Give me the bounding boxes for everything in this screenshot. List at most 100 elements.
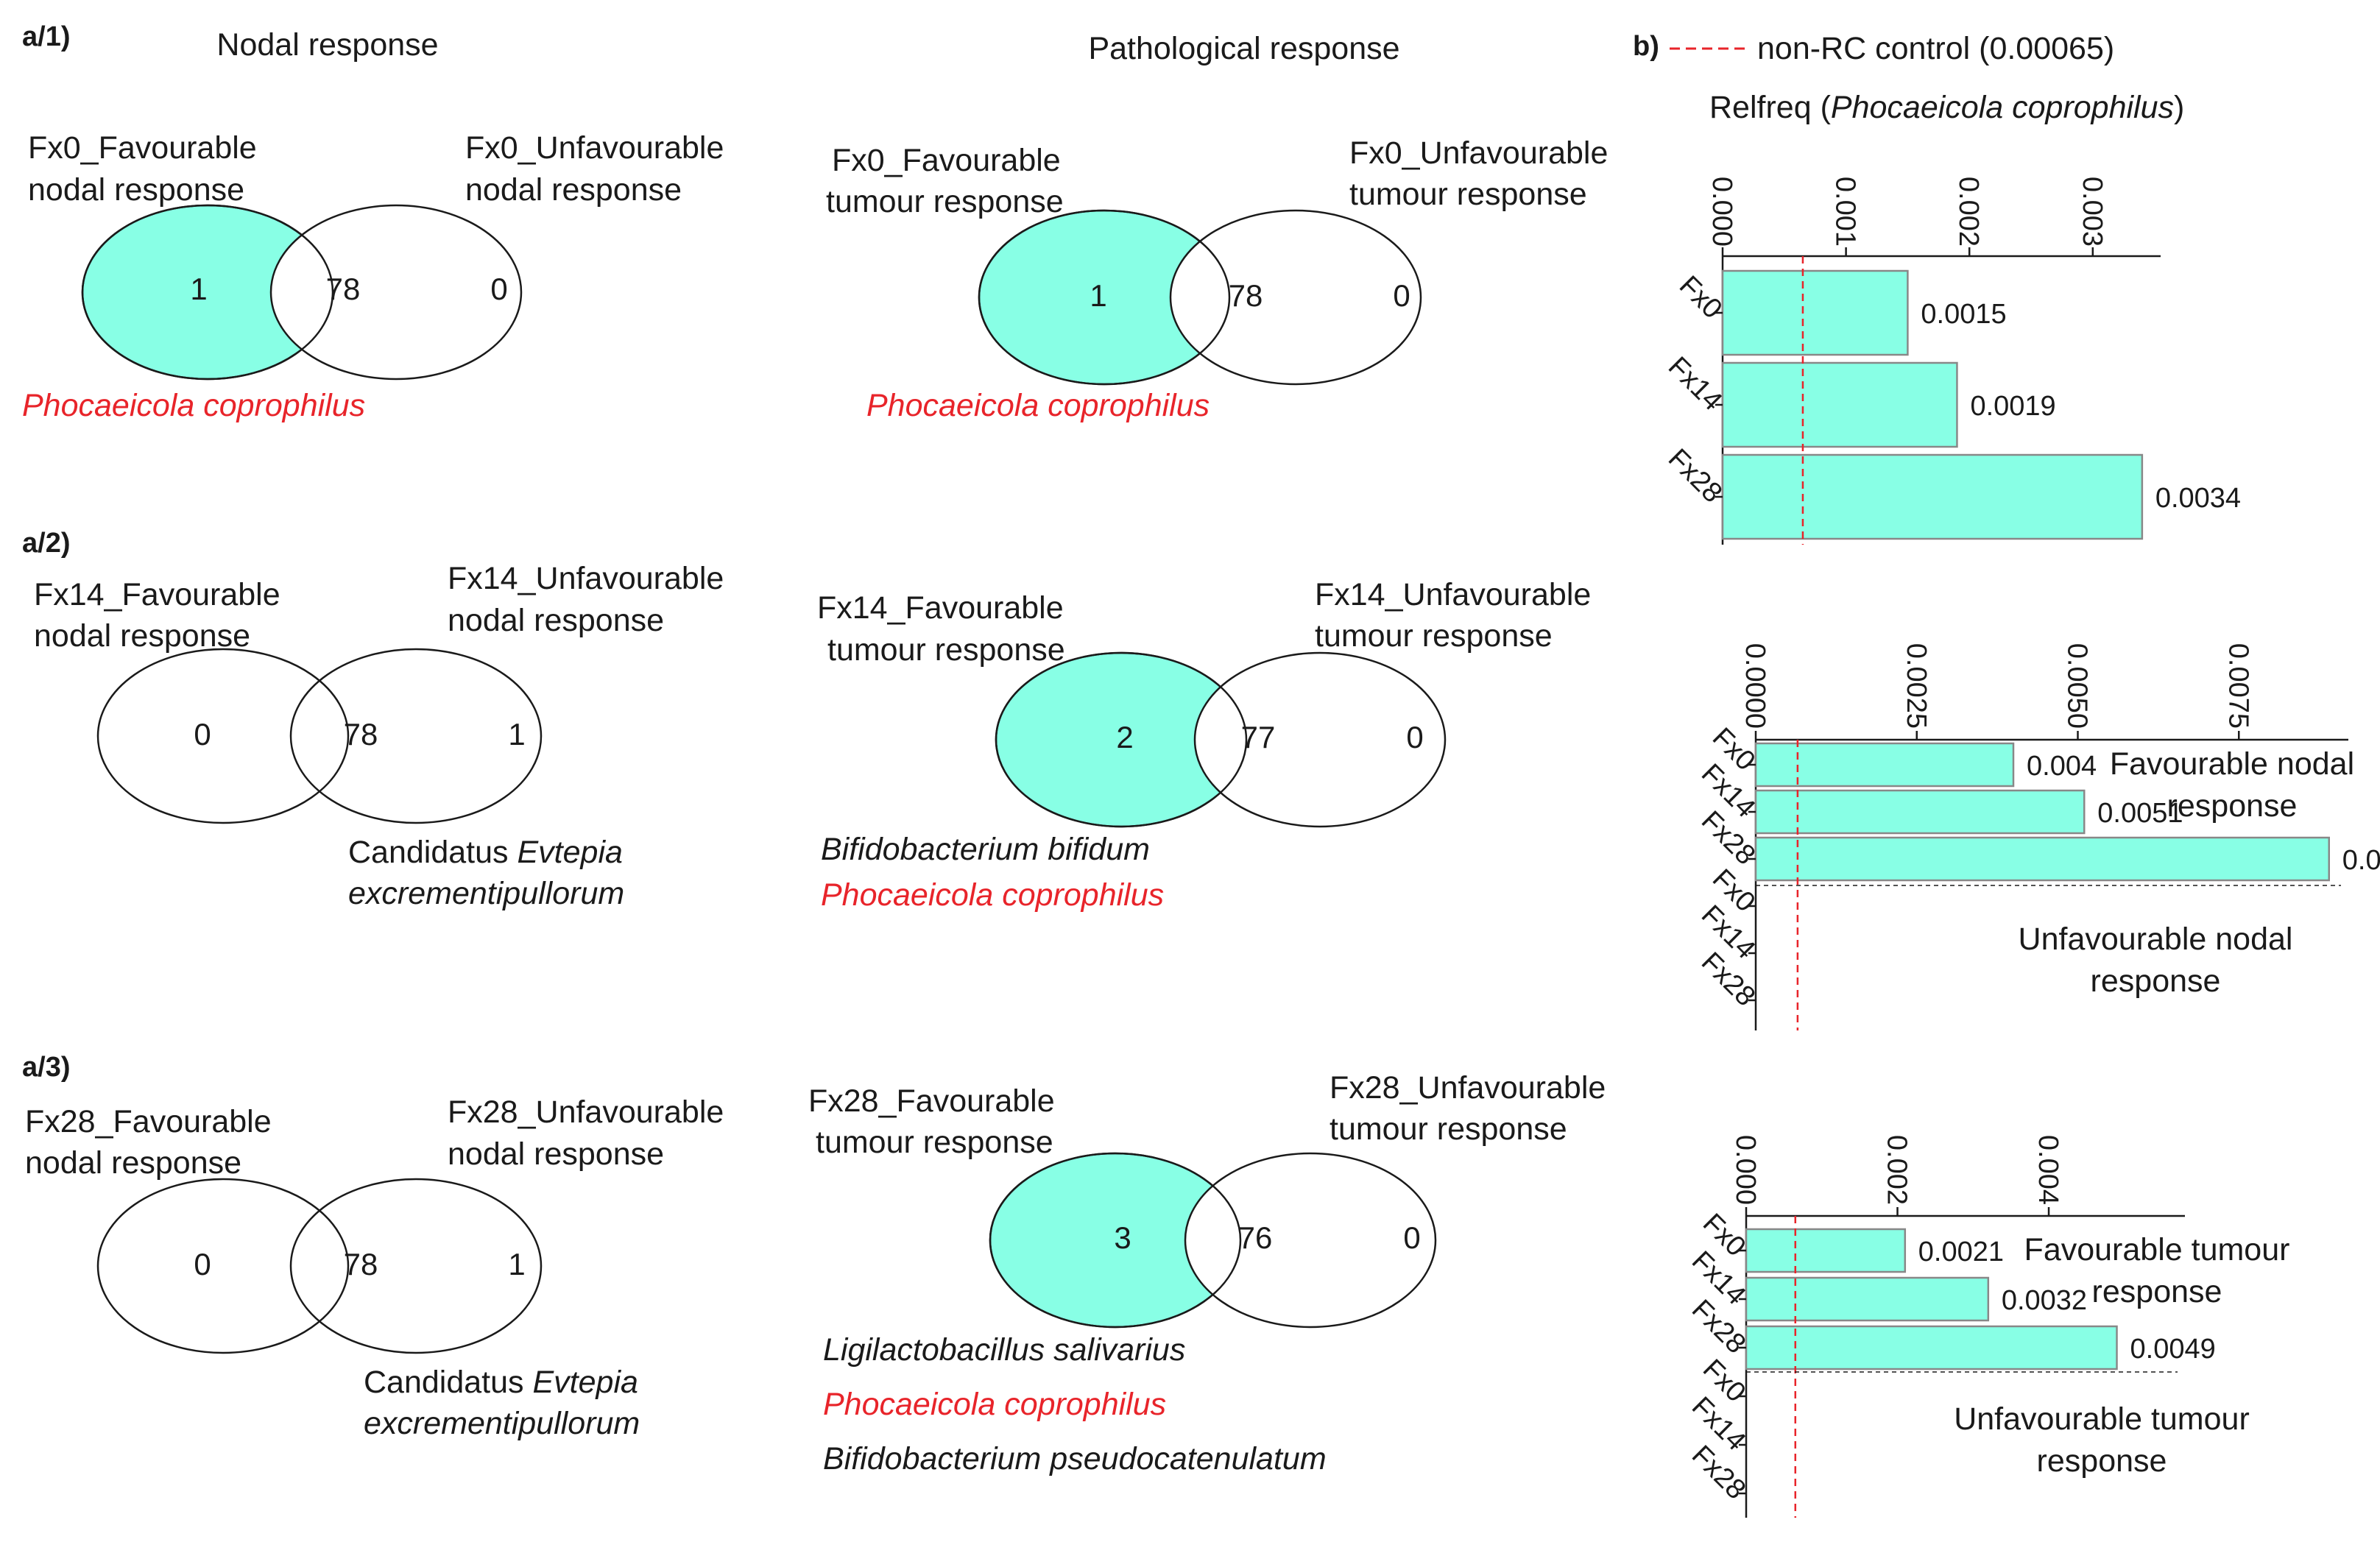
venn-left-label-line1: Fx14_Favourable	[817, 590, 1064, 626]
venn-right-label-line1: Fx14_Unfavourable	[448, 561, 724, 596]
category-label: Fx14	[1695, 899, 1761, 965]
x-tick-label: 0.0025	[1901, 643, 1932, 729]
bar-fx28	[1754, 836, 2330, 882]
x-tick-label: 0.003	[2077, 177, 2108, 247]
venn-left-count: 0	[194, 1247, 211, 1281]
panel-label-a2: a/2)	[22, 528, 70, 559]
venn-species-1: Phocaeicola coprophilus	[866, 388, 1210, 423]
venn-right-label-line2: nodal response	[465, 172, 682, 208]
venn-overlap-count: 78	[326, 272, 361, 306]
bar-value-label: 0.0049	[2130, 1334, 2216, 1365]
venn-left-outline	[978, 209, 1231, 386]
venn-right-label-line2: nodal response	[448, 1136, 664, 1172]
venn-right-label-line1: Fx0_Unfavourable	[465, 130, 724, 166]
bar-value-label: 0.0015	[1921, 299, 2006, 330]
group-label-unfavourable: Unfavourable tumour	[1954, 1401, 2250, 1437]
bar-value-label: 0.0051	[2097, 798, 2183, 829]
venn-overlap-count: 78	[1229, 278, 1263, 313]
venn-fx0-nodal: Fx0_Favourable nodal response Fx0_Unfavo…	[22, 130, 724, 423]
venn-left-label-line1: Fx0_Favourable	[832, 143, 1061, 178]
venn-left-outline	[81, 204, 334, 381]
venn-left-label-line2: tumour response	[826, 184, 1064, 219]
venn-left-count: 1	[1090, 278, 1106, 313]
venn-right-label-line2: tumour response	[1330, 1111, 1567, 1147]
venn-fx28-tumour: Fx28_Favourable tumour response Fx28_Unf…	[808, 1070, 1606, 1476]
panel-label-a3: a/3)	[22, 1052, 70, 1083]
venn-right-label-line1: Fx28_Unfavourable	[1330, 1070, 1606, 1106]
venn-overlap-count: 77	[1241, 720, 1276, 754]
panel-label-b: b)	[1633, 31, 1659, 62]
bar-fx0	[1745, 1228, 1907, 1273]
venn-left-count: 2	[1116, 720, 1133, 754]
venn-left-label-line2: nodal response	[34, 618, 250, 654]
venn-left-outline	[995, 651, 1248, 828]
venn-species-1: Bifidobacterium bifidum	[821, 832, 1150, 867]
group-label-unfavourable: response	[2037, 1443, 2167, 1479]
venn-right-label-line1: Fx0_Unfavourable	[1349, 135, 1608, 171]
venn-right-circle	[269, 204, 523, 381]
venn-species-2: Phocaeicola coprophilus	[823, 1387, 1166, 1422]
bar-fx14	[1754, 789, 2086, 835]
venn-species-3: Bifidobacterium pseudocatenulatum	[823, 1441, 1327, 1476]
group-label-unfavourable: response	[2091, 963, 2221, 999]
venn-species-2: excrementipullorum	[364, 1406, 640, 1441]
venn-right-label-line2: tumour response	[1315, 618, 1553, 654]
venn-left-count: 1	[190, 272, 207, 306]
venn-right-count: 0	[1403, 1220, 1420, 1255]
venn-species-1: Candidatus Evtepia	[348, 835, 623, 870]
venn-right-mask	[271, 205, 521, 379]
bar-fx28	[1745, 1325, 2118, 1371]
group-label-favourable: response	[2092, 1274, 2222, 1309]
venn-fx0-tumour: Fx0_Favourable tumour response Fx0_Unfav…	[826, 135, 1608, 423]
group-label-favourable: Favourable tumour	[2024, 1232, 2290, 1267]
category-label: Fx28	[1686, 1440, 1751, 1505]
venn-right-count: 0	[490, 272, 507, 306]
venn-right-label-line1: Fx14_Unfavourable	[1315, 577, 1591, 612]
venn-right-circle	[1184, 1152, 1437, 1329]
venn-species-2: Phocaeicola coprophilus	[821, 877, 1164, 913]
venn-left-fill	[996, 653, 1246, 827]
category-label: Fx0	[1673, 270, 1728, 325]
venn-left-label-line2: nodal response	[25, 1145, 241, 1181]
bar-fx0	[1721, 269, 1909, 356]
x-tick-label: 0.000	[1730, 1135, 1761, 1205]
venn-right-circle	[1193, 651, 1447, 828]
venn-right-label-line1: Fx28_Unfavourable	[448, 1094, 724, 1130]
venn-left-count: 0	[194, 717, 211, 751]
legend: non-RC control (0.00065)	[1670, 31, 2114, 66]
venn-right-count: 0	[1406, 720, 1423, 754]
group-label-favourable: response	[2167, 788, 2298, 824]
venn-species-2: excrementipullorum	[348, 876, 624, 911]
venn-overlap-count: 76	[1238, 1220, 1273, 1255]
venn-overlap-count: 78	[344, 1247, 378, 1281]
x-tick-label: 0.004	[2033, 1135, 2063, 1205]
category-label: Fx14	[1662, 351, 1728, 417]
x-tick-label: 0.002	[1953, 177, 1984, 247]
venn-species-1: Candidatus Evtepia	[364, 1365, 638, 1400]
x-tick-label: 0.002	[1882, 1135, 1913, 1205]
bar-value-label: 0.004	[2027, 751, 2097, 782]
header-nodal-response: Nodal response	[216, 27, 438, 63]
header-pathological-response: Pathological response	[1088, 31, 1399, 66]
bar-fx14	[1721, 361, 1958, 448]
bar-value-label: 0.0019	[1970, 391, 2055, 422]
venn-right-label-line2: nodal response	[448, 603, 664, 638]
category-label: Fx14	[1686, 1391, 1751, 1457]
x-tick-label: 0.0075	[2222, 643, 2253, 729]
venn-left-label-line1: Fx14_Favourable	[34, 577, 280, 612]
category-label: Fx28	[1695, 805, 1761, 871]
x-tick-label: 0.000	[1706, 177, 1737, 247]
venn-left-fill	[82, 205, 333, 379]
x-tick-label: 0.001	[1830, 177, 1861, 247]
venn-right-circle	[289, 1178, 543, 1354]
group-label-favourable: Favourable nodal	[2110, 746, 2354, 782]
venn-species-1: Ligilactobacillus salivarius	[823, 1332, 1185, 1368]
x-tick-label: 0.0000	[1740, 643, 1770, 729]
venn-left-fill	[979, 211, 1229, 384]
bar-fx28	[1721, 453, 2144, 540]
group-label-unfavourable: Unfavourable nodal	[2019, 922, 2293, 957]
chart-title: Relfreq (Phocaeicola coprophilus)	[1709, 90, 2184, 125]
venn-left-fill	[990, 1153, 1240, 1327]
